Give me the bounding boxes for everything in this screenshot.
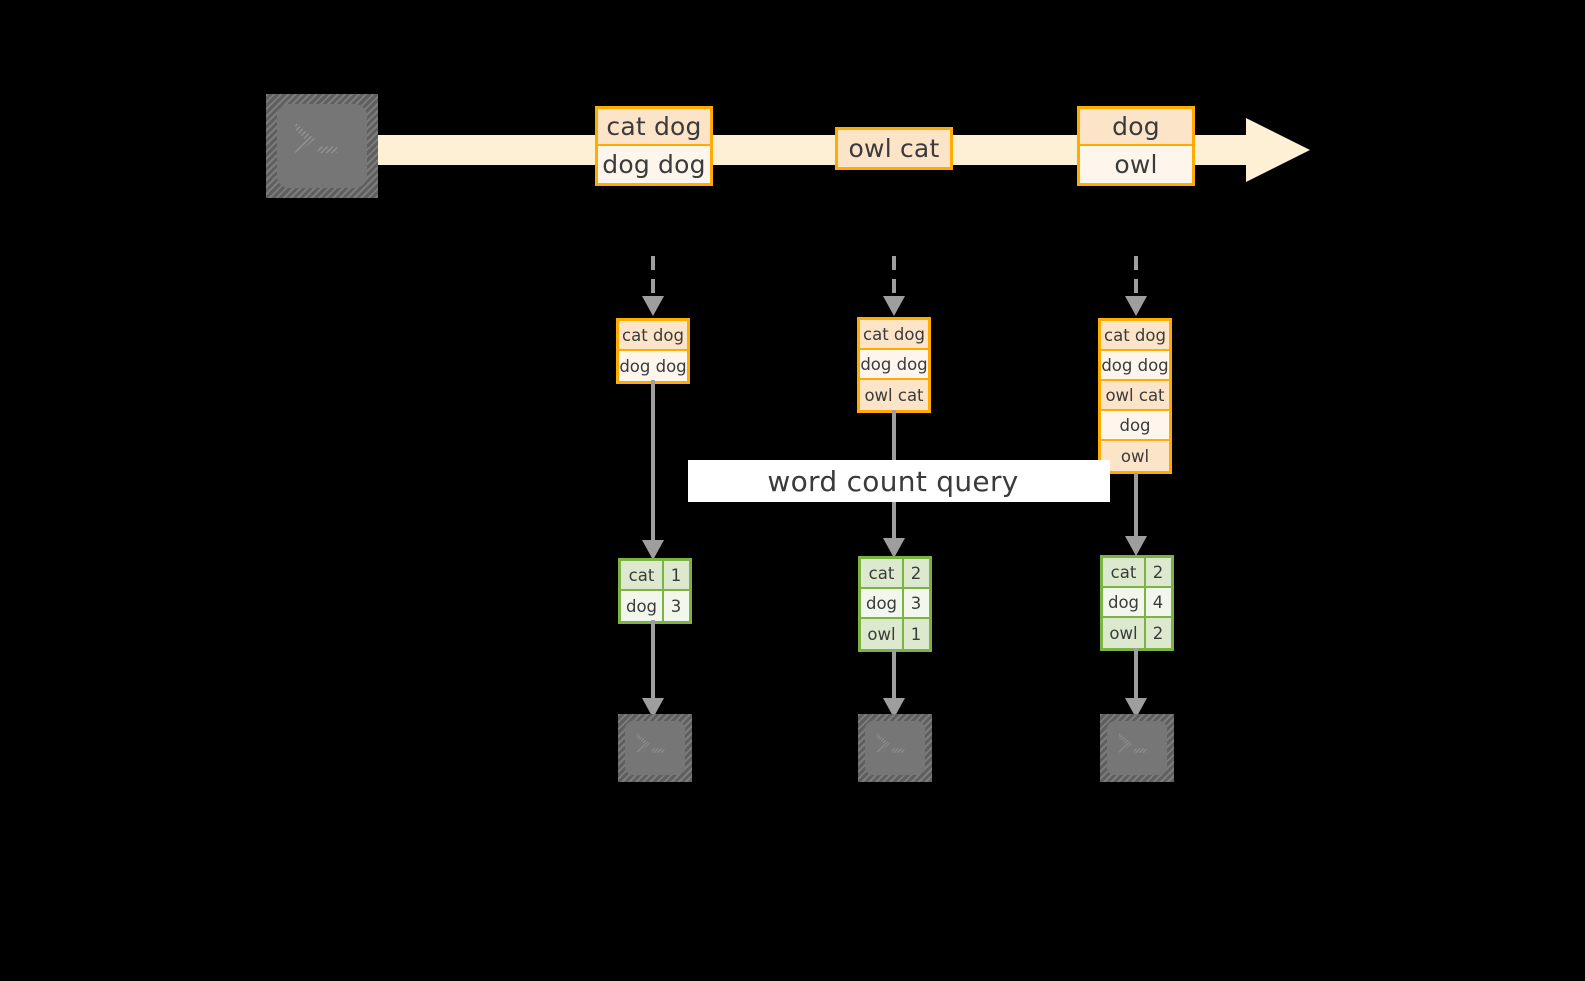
stream-record-cell: owl <box>1080 146 1192 183</box>
snapshot-1-query-arrow <box>642 380 664 560</box>
snapshot-input-cell: cat dog <box>619 321 687 351</box>
snapshot-input-cell: dog <box>1101 411 1169 441</box>
stream-record-cell: dog <box>1080 109 1192 146</box>
snapshot-input-cell: dog dog <box>860 350 928 380</box>
count-value: 2 <box>1152 562 1164 582</box>
count-row: owl 1 <box>861 619 929 649</box>
count-value: 3 <box>910 593 922 613</box>
snapshot-input-cell: dog dog <box>1101 351 1169 381</box>
query-label-band: word count query <box>688 460 1110 502</box>
snapshot-1-sink-arrow <box>642 620 664 718</box>
snapshot-1-count-table: cat 1 dog 3 <box>618 558 692 624</box>
count-value: 2 <box>1152 623 1164 643</box>
count-row: dog 3 <box>621 591 689 621</box>
stream-record-group-1: cat dog dog dog <box>595 106 713 186</box>
count-word: dog <box>1103 588 1146 616</box>
count-row: cat 2 <box>1103 558 1171 588</box>
snapshot-3-sink-arrow <box>1125 648 1147 718</box>
count-row: cat 2 <box>861 559 929 589</box>
snapshot-2-sink-terminal-icon <box>858 714 932 782</box>
terminal-prompt-glyph <box>877 732 905 754</box>
snapshot-3-count-table: cat 2 dog 4 owl 2 <box>1100 555 1174 651</box>
count-value: 2 <box>910 563 922 583</box>
snapshot-2-count-table: cat 2 dog 3 owl 1 <box>858 556 932 652</box>
snapshot-3-query-arrow <box>1125 473 1147 556</box>
snapshot-1-sink-terminal-icon <box>618 714 692 782</box>
count-word: dog <box>621 591 664 621</box>
stream-record-group-3: dog owl <box>1077 106 1195 186</box>
stream-record-cell: dog dog <box>598 146 710 183</box>
snapshot-input-cell: cat dog <box>1101 321 1169 351</box>
count-word: cat <box>621 561 664 589</box>
stream-record-cell: cat dog <box>598 109 710 146</box>
count-value: 4 <box>1152 592 1164 612</box>
snapshot-2-tap-arrow <box>883 256 905 316</box>
count-row: dog 3 <box>861 589 929 619</box>
count-word: owl <box>1103 618 1146 648</box>
count-value: 3 <box>670 596 682 616</box>
stream-record-group-2: owl cat <box>835 127 953 170</box>
snapshot-2-sink-arrow <box>883 650 905 718</box>
count-row: dog 4 <box>1103 588 1171 618</box>
snapshot-1-tap-arrow <box>642 256 664 316</box>
count-word: cat <box>1103 558 1146 586</box>
count-value: 1 <box>910 624 922 644</box>
snapshot-3-input-table: cat dog dog dog owl cat dog owl <box>1098 318 1172 474</box>
count-word: owl <box>861 619 904 649</box>
snapshot-2-input-table: cat dog dog dog owl cat <box>857 317 931 413</box>
count-row: cat 1 <box>621 561 689 591</box>
count-value: 1 <box>670 565 682 585</box>
terminal-prompt-glyph <box>1119 732 1147 754</box>
snapshot-3-sink-terminal-icon <box>1100 714 1174 782</box>
snapshot-input-cell: owl <box>1101 441 1169 471</box>
stream-record-cell: owl cat <box>838 130 950 167</box>
terminal-prompt-glyph <box>637 732 665 754</box>
count-row: owl 2 <box>1103 618 1171 648</box>
snapshot-input-cell: dog dog <box>619 351 687 381</box>
snapshot-input-cell: owl cat <box>1101 381 1169 411</box>
terminal-prompt-glyph <box>295 122 337 155</box>
source-terminal-icon <box>266 94 378 198</box>
snapshot-3-tap-arrow <box>1125 256 1147 316</box>
snapshot-input-cell: owl cat <box>860 380 928 410</box>
count-word: dog <box>861 589 904 617</box>
snapshot-input-cell: cat dog <box>860 320 928 350</box>
snapshot-1-input-table: cat dog dog dog <box>616 318 690 384</box>
count-word: cat <box>861 559 904 587</box>
query-label: word count query <box>767 464 1019 498</box>
